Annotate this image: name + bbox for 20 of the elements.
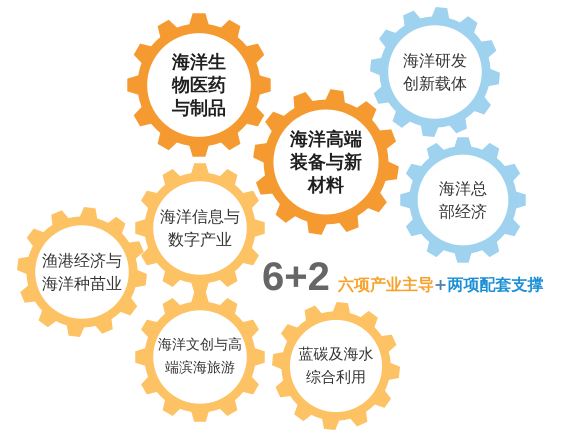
gear-label: 海洋高端装备与新材料 (289, 128, 363, 196)
gear (272, 302, 400, 430)
headline-number: 6+2 (262, 255, 330, 300)
gear-label: 渔港经济与海洋种苗业 (41, 250, 123, 295)
gear-label: 海洋总部经济 (438, 178, 488, 223)
headline-text: 两项配套支撑 (447, 275, 544, 296)
gear-label: 海洋生物医药与制品 (171, 50, 227, 120)
headline-text: 六项产业主导 (338, 275, 434, 296)
gear-label: 蓝碳及海水综合利用 (298, 344, 374, 388)
plus-sign: + (434, 275, 448, 294)
gear (127, 13, 271, 157)
gear-label: 海洋信息与数字产业 (159, 206, 241, 251)
gear (370, 7, 500, 137)
gear-label: 海洋研发创新载体 (402, 50, 468, 95)
gear (253, 89, 399, 235)
gear-label: 海洋文创与高端滨海旅游 (157, 336, 243, 378)
gear (135, 163, 265, 293)
gear (135, 292, 265, 422)
gear (17, 207, 147, 337)
gear (400, 137, 526, 263)
